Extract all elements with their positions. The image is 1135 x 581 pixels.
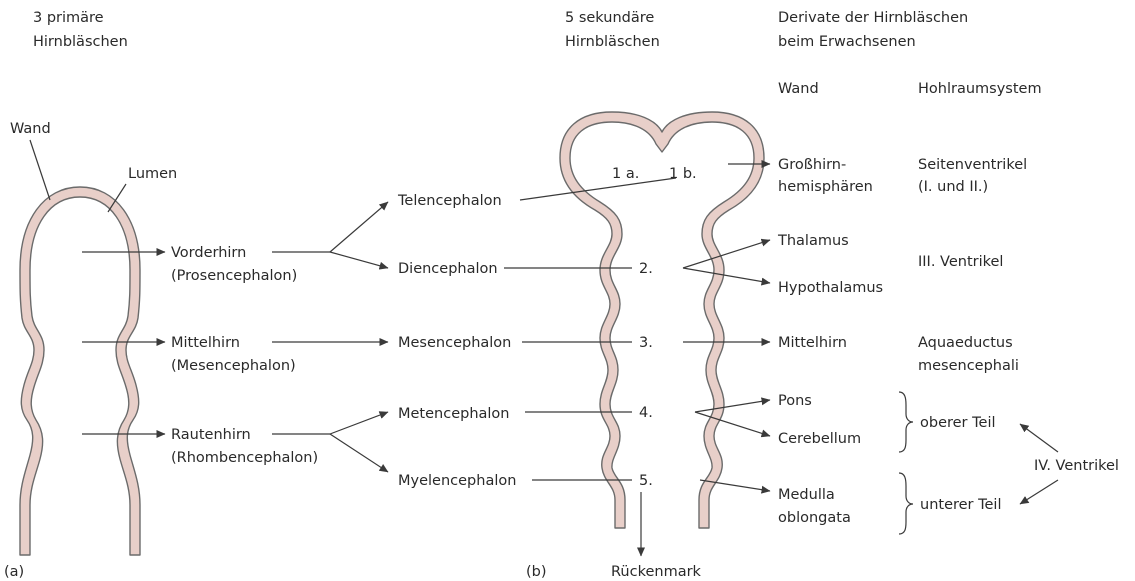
cavity-oberer-teil: oberer Teil [920, 415, 996, 431]
panel-label-a: (a) [4, 564, 24, 580]
primary-mittelhirn-latin: (Mesencephalon) [171, 358, 296, 374]
lumen-label: Lumen [128, 166, 177, 182]
rueckenmark-label: Rückenmark [611, 564, 702, 580]
cavity-fourth-ventricle: IV. Ventrikel [1034, 458, 1119, 474]
vesicle-number-5: 5. [639, 473, 653, 489]
primary-mittelhirn: Mittelhirn [171, 335, 240, 351]
primary-vorderhirn: Vorderhirn [171, 245, 246, 261]
cavity-aquaeductus-line2: mesencephali [918, 358, 1019, 374]
header-secondary-line2: Hirnbläschen [565, 34, 660, 50]
telencephalon-line [520, 178, 676, 200]
primary-vorderhirn-latin: (Prosencephalon) [171, 268, 297, 284]
secondary-diencephalon: Diencephalon [398, 261, 498, 277]
vesicle-number-1b: 1 b. [669, 166, 697, 182]
cavity-unterer-teil: unterer Teil [920, 497, 1002, 513]
derivative-hypothalamus: Hypothalamus [778, 280, 883, 296]
header-derivatives-line2: beim Erwachsenen [778, 34, 916, 50]
vesicle-number-2: 2. [639, 261, 653, 277]
header-primary-line1: 3 primäre [33, 10, 104, 26]
arrow-to-metencephalon [330, 412, 388, 434]
arrow-to-diencephalon [330, 252, 388, 268]
secondary-myelencephalon: Myelencephalon [398, 473, 516, 489]
derivative-mittelhirn: Mittelhirn [778, 335, 847, 351]
primary-vesicle-tube [20, 187, 140, 555]
header-derivatives-line1: Derivate der Hirnbläschen [778, 10, 968, 26]
cavity-seitenventrikel: Seitenventrikel [918, 157, 1027, 173]
primary-rautenhirn: Rautenhirn [171, 427, 251, 443]
secondary-metencephalon: Metencephalon [398, 406, 510, 422]
derivative-grosshirn-line2: hemisphären [778, 179, 873, 195]
derivative-thalamus: Thalamus [777, 233, 849, 249]
cavity-third-ventricle: III. Ventrikel [918, 254, 1003, 270]
arrow-to-hypothalamus [683, 268, 770, 283]
panel-label-b: (b) [526, 564, 547, 580]
cavity-seitenventrikel-detail: (I. und II.) [918, 179, 988, 195]
brace-lower [899, 473, 913, 534]
header-primary-line2: Hirnbläschen [33, 34, 128, 50]
wall-label: Wand [10, 121, 51, 137]
header-cavity-column: Hohlraumsystem [918, 81, 1042, 97]
arrow-fourth-to-lower [1020, 480, 1058, 504]
secondary-vesicle-tube [560, 112, 764, 528]
derivative-medulla-line2: oblongata [778, 510, 851, 526]
derivative-cerebellum: Cerebellum [778, 431, 861, 447]
derivative-grosshirn-line1: Großhirn- [778, 157, 846, 173]
brace-upper [899, 392, 913, 452]
vesicle-number-3: 3. [639, 335, 653, 351]
arrow-to-thalamus [683, 240, 770, 268]
arrow-to-telencephalon [330, 202, 388, 252]
secondary-telencephalon: Telencephalon [397, 193, 502, 209]
header-wall-column: Wand [778, 81, 819, 97]
primary-rautenhirn-latin: (Rhombencephalon) [171, 450, 318, 466]
derivative-pons: Pons [778, 393, 812, 409]
wall-pointer-line [30, 140, 50, 200]
arrow-to-myelencephalon [330, 434, 388, 472]
cavity-aquaeductus-line1: Aquaeductus [918, 335, 1013, 351]
arrow-fourth-to-upper [1020, 424, 1058, 452]
vesicle-number-1a: 1 a. [612, 166, 639, 182]
header-secondary-line1: 5 sekundäre [565, 10, 654, 26]
derivative-medulla-line1: Medulla [778, 487, 835, 503]
secondary-mesencephalon: Mesencephalon [398, 335, 511, 351]
arrow-to-pons [695, 400, 770, 412]
vesicle-number-4: 4. [639, 405, 653, 421]
